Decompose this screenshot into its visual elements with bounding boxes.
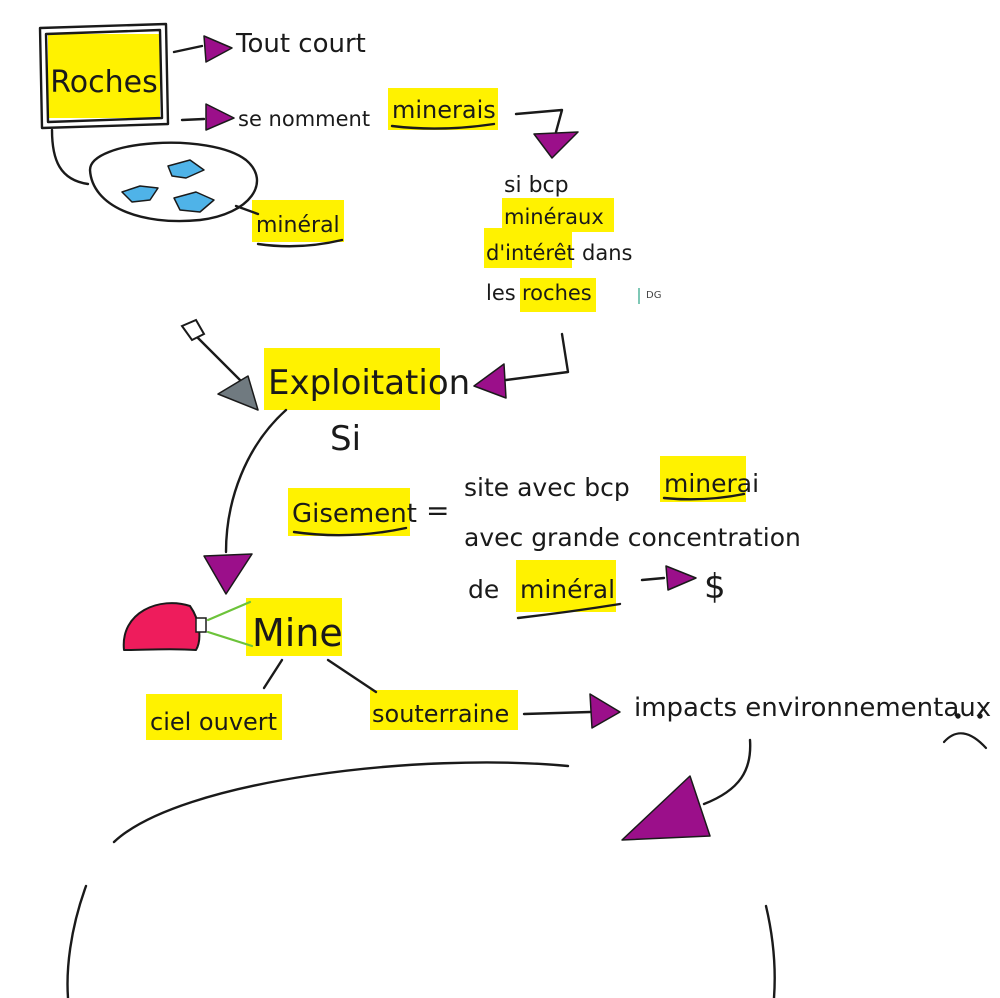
author-tag: DG [638, 288, 661, 304]
highlight-souterraine [370, 690, 518, 730]
label-mineraux: minéraux [504, 205, 604, 229]
label-de: de [468, 575, 499, 604]
highlight-gisement [288, 488, 410, 536]
connector-dollar [640, 576, 666, 582]
highlights [48, 34, 746, 740]
highlight-minerai-2 [660, 456, 746, 502]
labels: Roches Tout court se nomment minerais mi… [50, 29, 991, 736]
arrow-mine [203, 553, 253, 595]
label-minerais-1: minerais [392, 96, 496, 124]
highlight-mineral-2 [516, 560, 616, 612]
connector-se-nomment [180, 117, 206, 122]
label-impacts: impacts environnementaux [634, 693, 991, 723]
roches-frame-outer [38, 22, 170, 130]
connector-roches-to-exploitation [504, 332, 570, 382]
highlight-mineraux [502, 198, 614, 232]
label-interet: d'intérêt [486, 241, 575, 265]
ink-strokes [38, 22, 776, 998]
label-roches: Roches [50, 65, 157, 100]
underline-mineral-2 [516, 602, 622, 620]
label-avec-grande: avec grande concentration [464, 523, 801, 552]
highlight-exploitation [264, 348, 440, 410]
highlight-mineral-1 [252, 200, 344, 242]
highlight-minerais-1 [388, 88, 498, 130]
connector-exploitation-to-mine [224, 408, 288, 554]
label-si-bcp: si bcp [504, 173, 569, 198]
label-souterraine: souterraine [372, 700, 509, 728]
label-si: Si [330, 419, 361, 459]
minerals-ellipse [88, 141, 259, 223]
bottom-curve-left [66, 884, 88, 998]
underline-minerais-1 [390, 122, 496, 130]
label-minerai-2: minerai [664, 469, 759, 498]
label-site-avec: site avec bcp [464, 473, 630, 502]
bottom-curve-top [112, 761, 570, 844]
connector-minerais-to-si-bcp [514, 108, 564, 134]
arrow-dollar [665, 565, 697, 591]
connector-minerals [50, 128, 90, 186]
minerals-cluster-icon [121, 159, 215, 213]
label-se-nomment: se nomment [238, 107, 370, 131]
roches-frame-inner [44, 28, 164, 124]
connector-mine-to-ciel-ouvert [262, 658, 284, 690]
highlight-mine [246, 598, 342, 656]
label-roches-2: roches [522, 281, 592, 305]
arrow-impacts [589, 693, 621, 729]
highlight-roches-2 [520, 278, 596, 312]
arrow-si-bcp [533, 131, 579, 159]
arrow-exploitation [473, 363, 507, 399]
highlight-ciel-ouvert [146, 694, 282, 740]
arrowheads [203, 35, 711, 841]
label-les: les [486, 281, 516, 305]
miner-helmet-icon [122, 600, 254, 651]
label-gisement: Gisement [292, 499, 417, 529]
label-ciel-ouvert: ciel ouvert [150, 708, 277, 736]
highlight-roches [48, 34, 160, 118]
arrow-bottom [621, 775, 711, 841]
label-mineral-1: minéral [256, 213, 340, 238]
label-tout-court: Tout court [235, 29, 366, 59]
connector-impacts-to-arrow [702, 738, 752, 806]
sad-face-icon [942, 713, 988, 750]
shovel-icon [180, 318, 259, 411]
highlight-interet [484, 228, 572, 268]
label-dans: dans [582, 241, 632, 265]
label-dollar: $ [704, 567, 726, 607]
connector-mineral-1 [234, 204, 260, 216]
connector-mine-to-souterraine [326, 658, 378, 694]
underline-gisement [292, 526, 408, 537]
arrow-tout-court [203, 35, 233, 63]
arrow-se-nomment [205, 103, 235, 131]
connector-souterraine-to-impacts [522, 710, 592, 716]
label-equals: = [426, 494, 449, 527]
label-exploitation: Exploitation [268, 363, 470, 403]
connector-tout-court [172, 44, 204, 54]
label-mineral-2: minéral [520, 575, 615, 604]
underline-minerai-2 [662, 492, 746, 501]
bottom-curve-right [764, 904, 776, 998]
underline-mineral-1 [256, 238, 344, 248]
label-mine: Mine [252, 611, 343, 655]
